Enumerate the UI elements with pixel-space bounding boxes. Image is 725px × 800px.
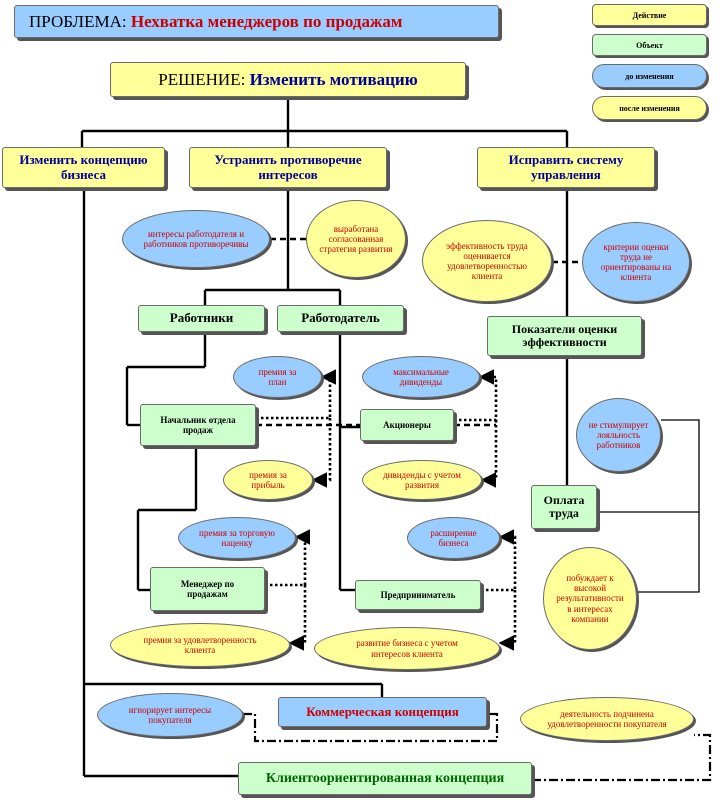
problem-box: ПРОБЛЕМА: Нехватка менеджеров по продажа… xyxy=(14,5,499,38)
solution-box: РЕШЕНИЕ: Изменить мотивацию xyxy=(110,62,466,97)
conflict-after-oval: выработана согласованная стратегия разви… xyxy=(306,200,406,278)
conflict-before-oval: интересы работодателя и работников проти… xyxy=(122,210,270,268)
profit-bonus-oval: премия за прибыль xyxy=(223,460,313,500)
efficiency-before-oval: критерии оценки труда не ориентированы н… xyxy=(582,222,690,302)
problem-label: ПРОБЛЕМА: xyxy=(29,11,127,31)
solution-label: РЕШЕНИЕ: xyxy=(158,69,246,89)
solution-text: Изменить мотивацию xyxy=(249,69,418,89)
shareholders-box: Акционеры xyxy=(360,409,454,441)
dev-with-client-oval: развитие бизнеса с учетом интересов клие… xyxy=(314,627,500,670)
no-loyalty-oval: не стимулирует лояльность работников xyxy=(576,398,661,472)
payment-box: Оплата труда xyxy=(531,485,597,529)
satisfaction-bonus-oval: премия за удовлетворенность клиента xyxy=(110,623,290,667)
indicators-box: Показатели оценки эффективности xyxy=(487,316,642,356)
dev-dividends-oval: дивиденды с учетом развития xyxy=(362,460,482,500)
legend-after: после изменения xyxy=(592,96,707,120)
client-oriented-concept-box: Клиентоориентированная концепция xyxy=(238,762,532,795)
expansion-oval: расширение бизнеса xyxy=(407,517,500,559)
max-dividends-oval: максимальные дивиденды xyxy=(362,356,480,398)
sales-manager-box: Менеджер по продажам xyxy=(150,567,265,611)
efficiency-after-oval: эффективность труда оценивается удовлетв… xyxy=(422,220,552,302)
legend-object: Объект xyxy=(592,34,707,56)
branch-fix-management: Исправить систему управления xyxy=(477,147,655,188)
branch-change-concept: Изменить концепцию бизнеса xyxy=(2,147,165,188)
commercial-concept-box: Коммерческая концепция xyxy=(278,697,487,727)
problem-text: Нехватка менеджеров по продажам xyxy=(130,11,403,31)
sales-head-box: Начальник отдела продаж xyxy=(140,404,256,446)
motivates-oval: побуждает к высокой результативности в и… xyxy=(543,547,637,650)
ignores-oval: игнорирует интересы покупателя xyxy=(97,693,243,737)
legend-action: Действие xyxy=(592,4,707,26)
plan-bonus-oval: премия за план xyxy=(233,356,322,398)
legend-before: до изменения xyxy=(592,64,707,88)
subordinate-oval: деятельность подчинена удовлетворенности… xyxy=(520,697,694,741)
employer-box: Работодатель xyxy=(277,305,404,332)
markup-bonus-oval: премия за торговую наценку xyxy=(178,517,296,559)
branch-resolve-conflict: Устранить противоречие интересов xyxy=(189,147,387,188)
workers-box: Работники xyxy=(138,305,265,332)
entrepreneur-box: Предприниматель xyxy=(355,580,481,610)
